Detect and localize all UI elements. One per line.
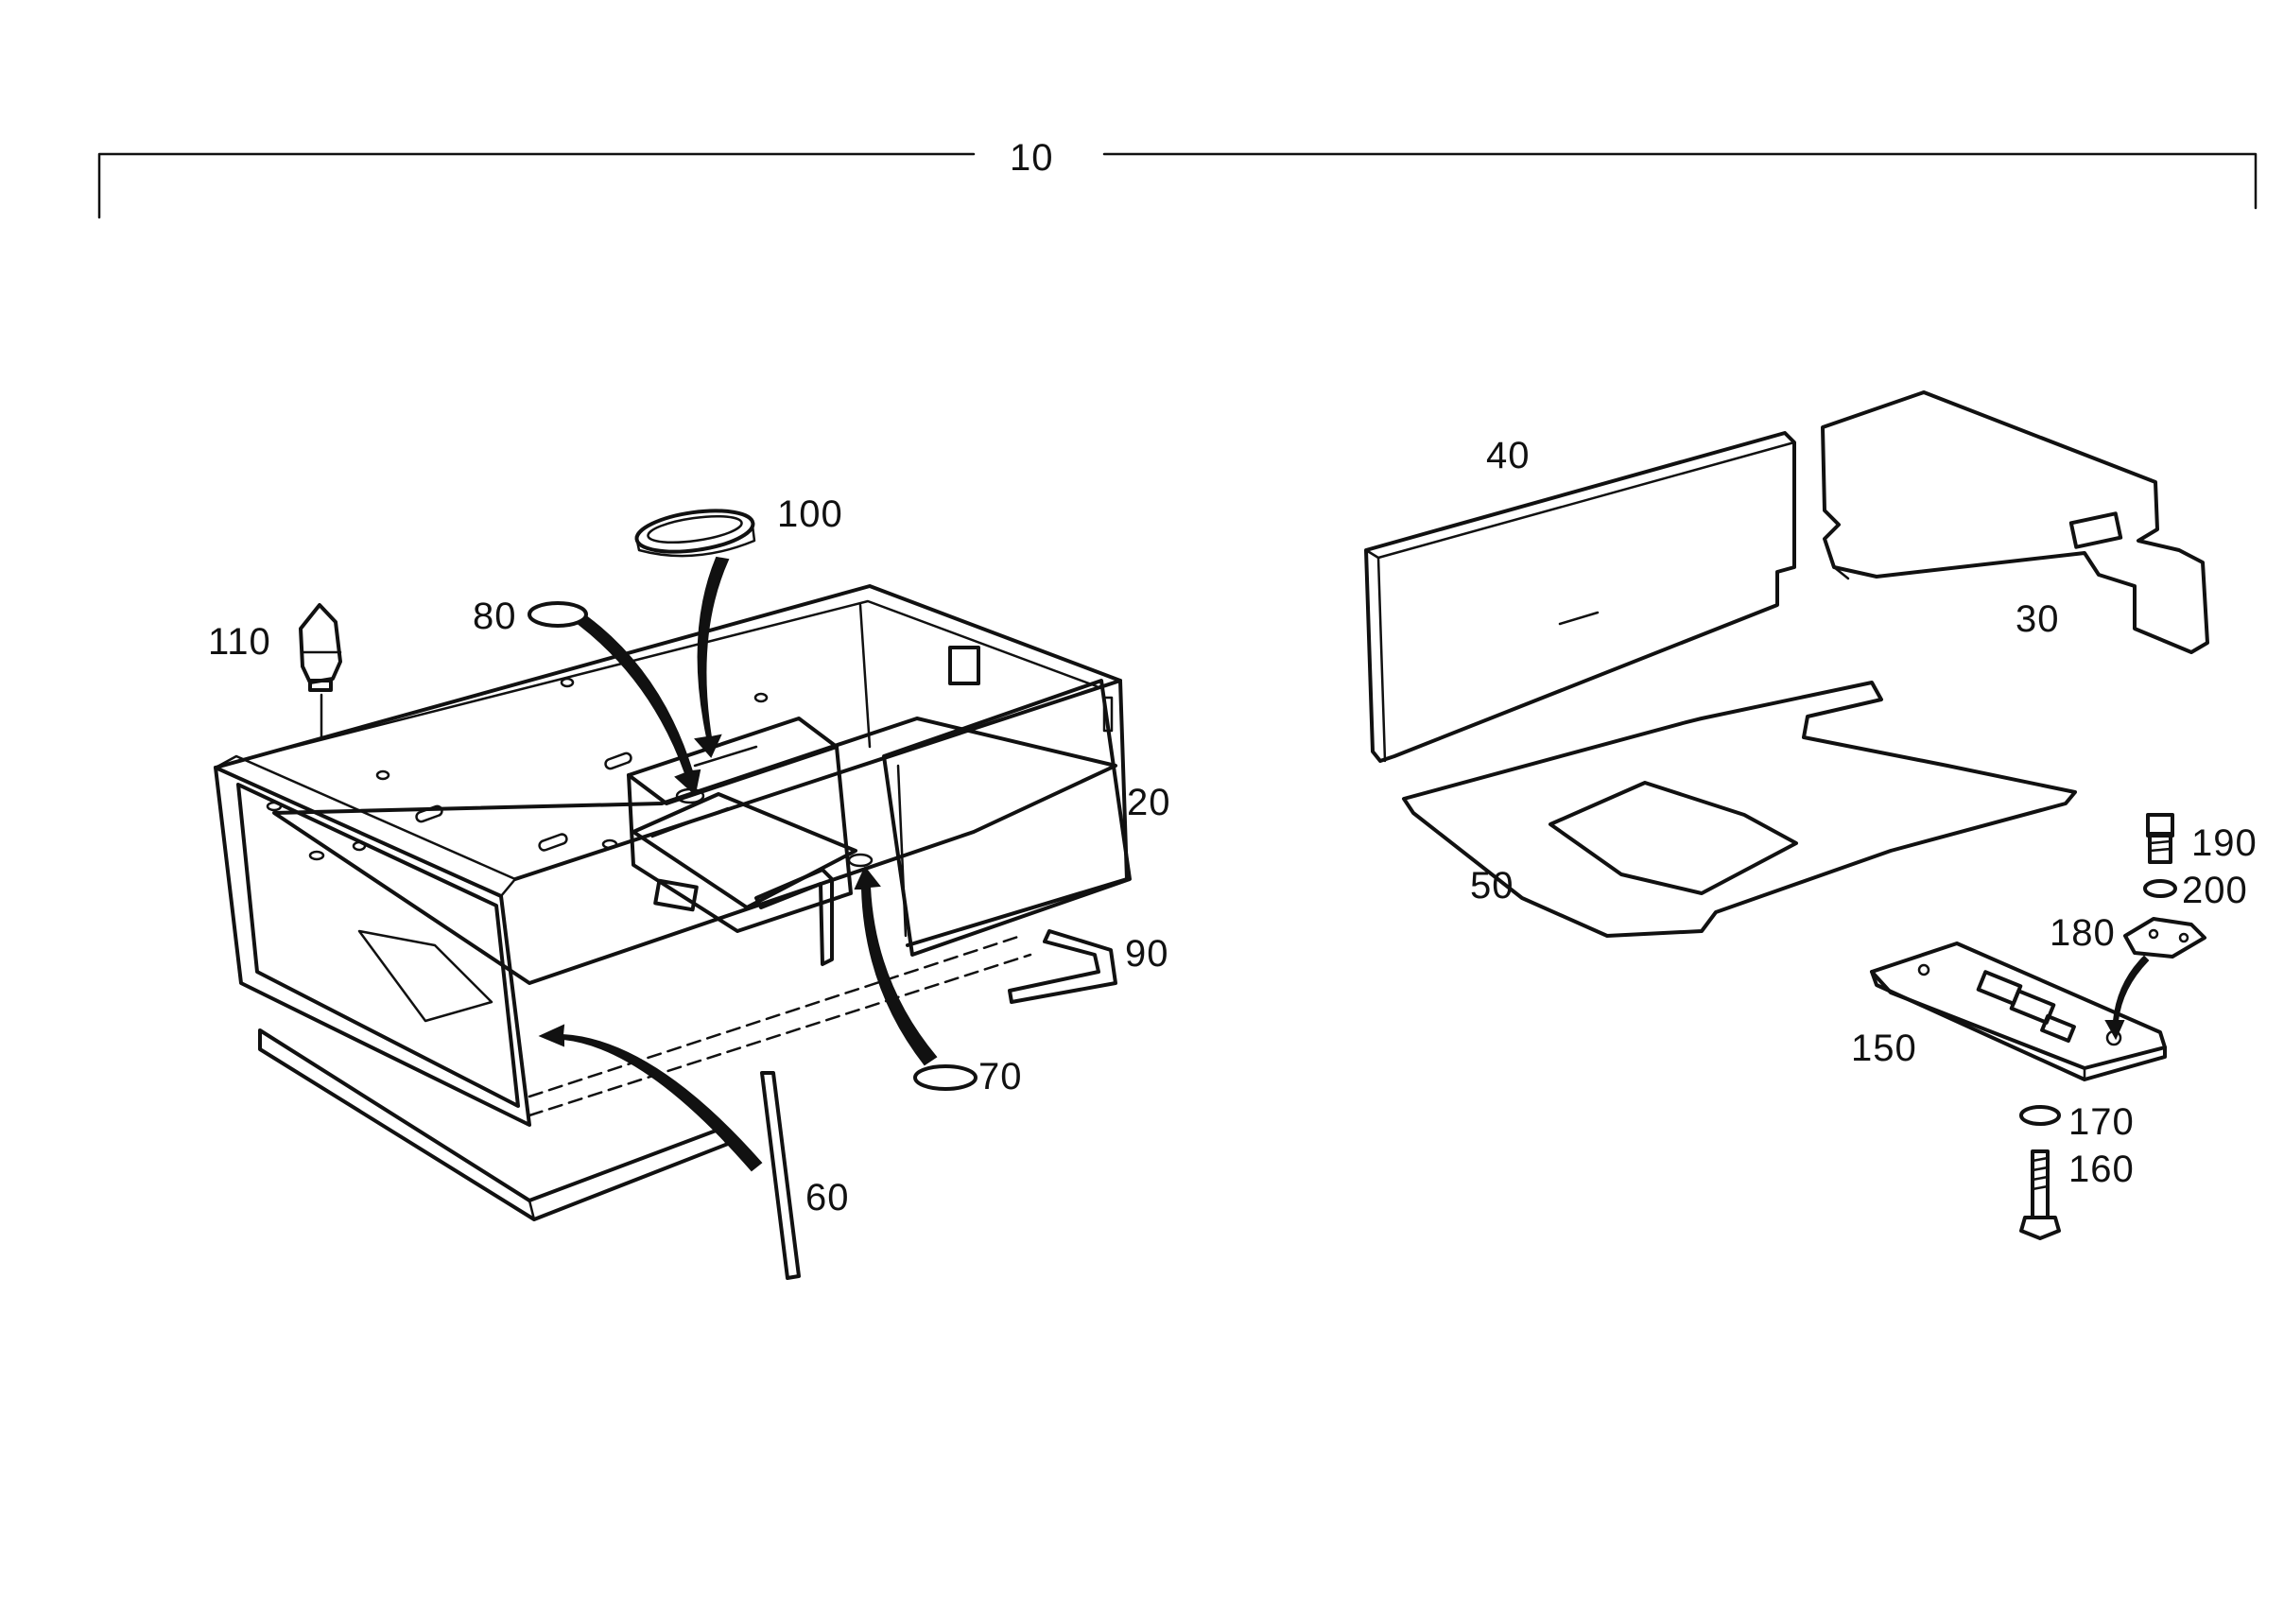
part-190-bolt: [2146, 813, 2174, 864]
assembly-number-label: 10: [1010, 137, 1054, 179]
part-200-washer: [2143, 879, 2177, 898]
part-80-grommet: [528, 601, 588, 628]
part-160-bolt: [2019, 1149, 2061, 1240]
callout-100: 100: [777, 493, 843, 535]
part-110-knob: [299, 603, 342, 739]
frame-assembly: [214, 584, 1132, 1221]
part-100-seal-ring: [634, 509, 756, 558]
part-150-mounting-bracket: [1870, 942, 2167, 1081]
assembly-bracket: [97, 152, 2258, 219]
callout-90: 90: [1125, 933, 1169, 975]
callout-80: 80: [473, 596, 517, 637]
callout-60: 60: [805, 1177, 850, 1218]
callout-160: 160: [2068, 1149, 2135, 1190]
part-40-insulation-panel: [1364, 431, 1796, 763]
part-180-plate: [2123, 917, 2206, 959]
part-60-strip: [760, 1071, 801, 1280]
callout-50: 50: [1470, 865, 1514, 907]
part-90-strip: [1008, 929, 1117, 1004]
callout-150: 150: [1851, 1028, 1917, 1069]
part-170-washer: [2019, 1105, 2061, 1126]
part-50-floor-mat: [1402, 681, 2077, 938]
pointer-arrow-180: [2104, 955, 2150, 1041]
callout-30: 30: [2016, 598, 2060, 640]
part-70-grommet: [913, 1064, 978, 1091]
callout-180: 180: [2050, 912, 2116, 954]
callout-40: 40: [1486, 435, 1531, 476]
callout-70: 70: [978, 1056, 1023, 1097]
callout-200: 200: [2182, 870, 2248, 911]
callout-20: 20: [1127, 782, 1171, 823]
callout-110: 110: [208, 621, 271, 663]
callout-170: 170: [2068, 1101, 2135, 1143]
assembly-arrows: [538, 556, 938, 1172]
part-30-insulation-panel: [1821, 390, 2209, 654]
callout-190: 190: [2191, 822, 2258, 864]
